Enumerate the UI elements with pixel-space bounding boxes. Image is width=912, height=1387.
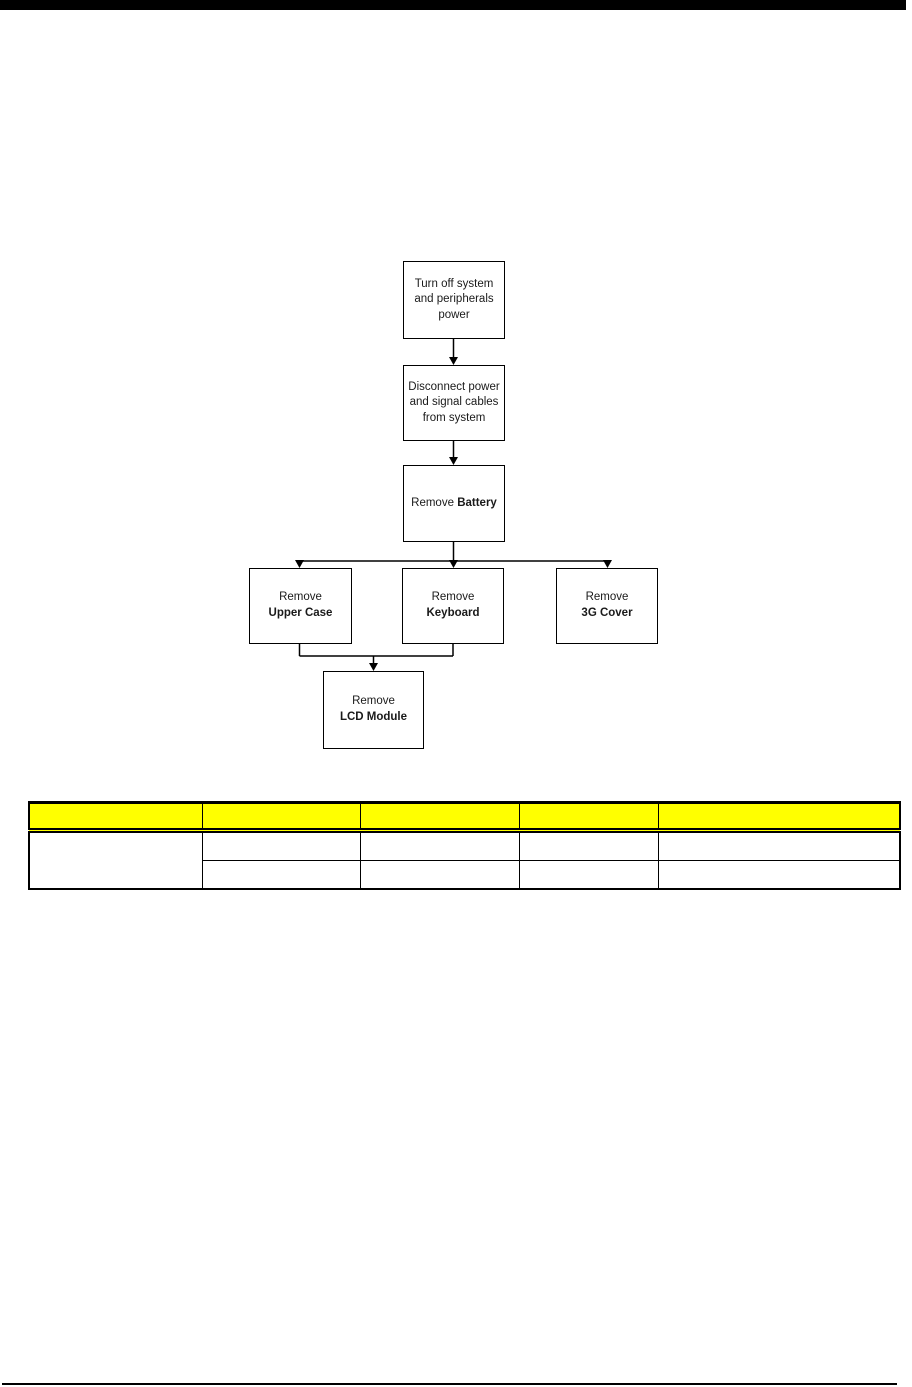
flowchart-step-disconnect-cables: Disconnect power and signal cables from … [403, 365, 505, 441]
table-header-cell [657, 802, 901, 833]
table-cell [359, 830, 520, 861]
step-text-line: Upper Case [268, 607, 333, 619]
step-text-line: Keyboard [426, 607, 480, 619]
step-text-line: from system [422, 411, 486, 424]
table-row [29, 860, 901, 890]
step-text-line: LCD Module [339, 711, 408, 723]
bottom-rule [2, 1383, 897, 1385]
top-black-bar [0, 0, 906, 10]
table-header-cell [359, 802, 520, 833]
table-cell [201, 830, 361, 861]
step-text-line: power [438, 308, 470, 321]
table-header-cell [28, 802, 203, 833]
step-text-line: 3G Cover [581, 607, 633, 619]
flowchart-step-remove-keyboard: Remove Keyboard [402, 568, 504, 644]
table-cell [657, 860, 901, 890]
table-header-cell [201, 802, 361, 833]
flowchart-step-remove-lcd-module: Remove LCD Module [323, 671, 424, 749]
step-text-line: Disconnect power [408, 380, 500, 393]
table-header-row [28, 802, 901, 833]
table-cell [201, 860, 361, 890]
step-text-line: Remove [352, 695, 395, 708]
table-cell [657, 830, 901, 861]
flowchart-step-turn-off-power: Turn off system and peripherals power [403, 261, 505, 339]
step-text-line: Turn off system [414, 277, 494, 290]
step-text-line: Remove Battery [411, 496, 497, 509]
table-cell [518, 830, 659, 861]
step-text-line: and peripherals [414, 293, 494, 306]
data-table [28, 801, 901, 890]
flowchart-step-remove-battery: Remove Battery [403, 465, 505, 542]
step-text-line: Remove [585, 591, 629, 604]
table-cell [359, 860, 520, 890]
table-cell [518, 860, 659, 890]
step-text-line: and signal cables [409, 396, 499, 409]
flowchart-step-remove-upper-case: Remove Upper Case [249, 568, 352, 644]
table-cell-merged [28, 830, 203, 890]
step-text-line: Remove [279, 591, 322, 604]
flowchart-step-remove-3g-cover: Remove 3G Cover [556, 568, 658, 644]
table-row [28, 830, 901, 890]
step-text-line: Remove [431, 591, 475, 604]
table-header-cell [518, 802, 659, 833]
